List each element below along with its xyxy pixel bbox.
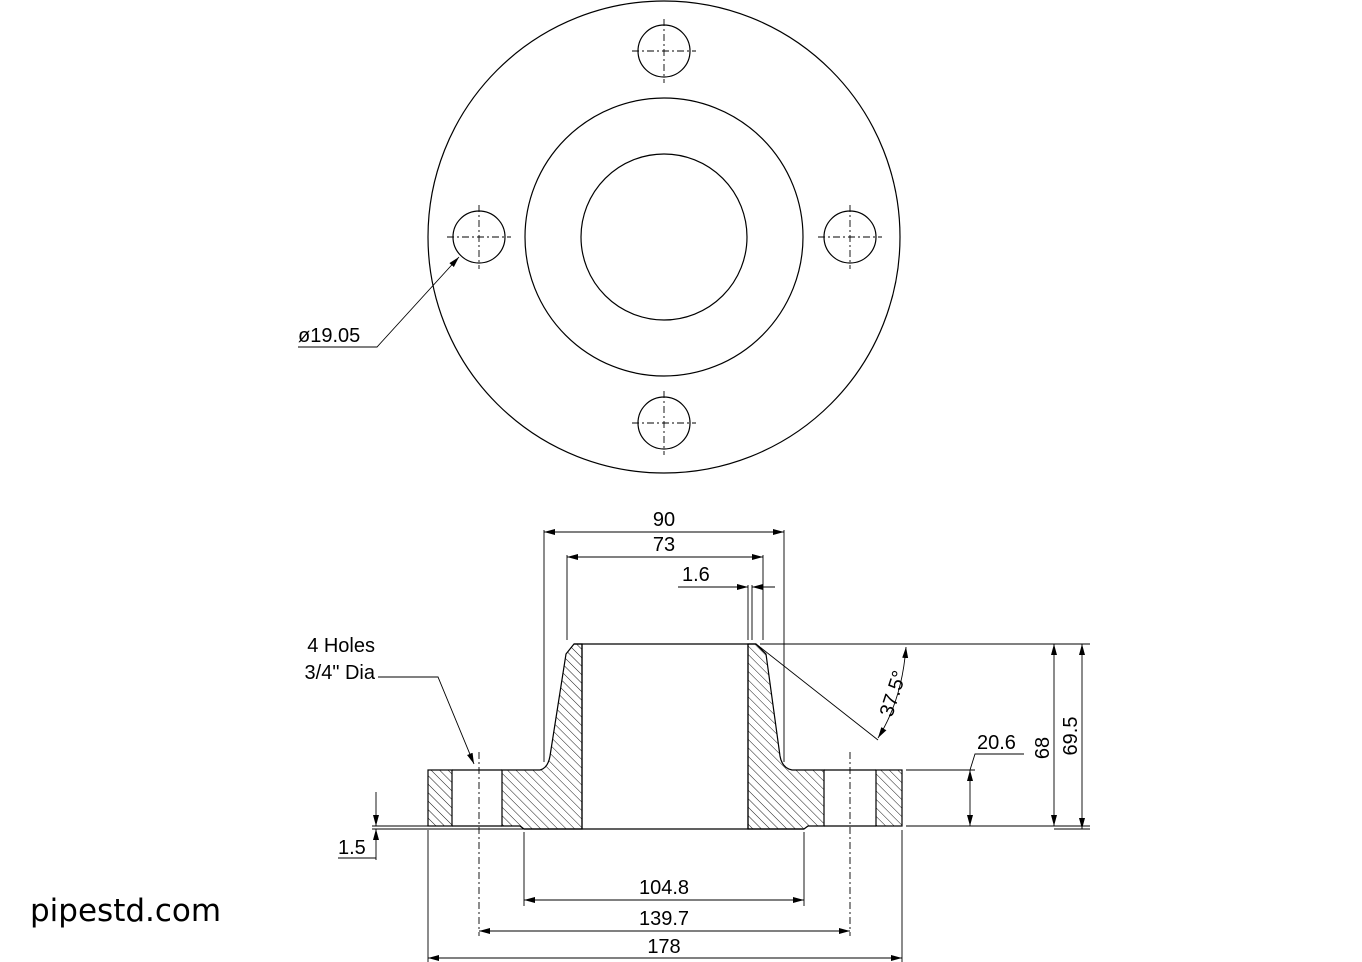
bolt-hole-left (447, 205, 511, 269)
dim-bolt-circle: 139.7 (639, 908, 689, 930)
hole-diameter-label: ø19.05 (298, 325, 360, 347)
dim-length-69-5: 69.5 (1060, 717, 1082, 756)
bolt-hole-right (818, 205, 882, 269)
dim-flange-thickness: 20.6 (977, 732, 1016, 754)
dim-raised-face-dia: 104.8 (639, 877, 689, 899)
top-view: ø19.05 (298, 0, 901, 474)
dim-length-68: 68 (1032, 737, 1054, 759)
hub-section-right (747, 643, 825, 830)
bolt-hole-top (632, 19, 696, 83)
dim-bevel-root: 1.6 (682, 564, 710, 586)
bore-circle (580, 153, 748, 321)
dim-raised-face-height: 1.5 (338, 837, 366, 859)
flange-section-right (875, 769, 903, 827)
dim-bore: 73 (653, 534, 675, 556)
flange-section-left (427, 769, 453, 827)
hole-note-line2: 3/4" Dia (305, 662, 376, 684)
dim-outside-dia: 178 (647, 936, 680, 958)
outer-flange-circle (427, 0, 901, 474)
section-view: 37.5° 90 73 1.6 20.6 68 69.5 1.5 104.8 1 (305, 509, 1090, 962)
hole-note-line1: 4 Holes (307, 635, 375, 657)
watermark-text: pipestd.com (30, 893, 222, 929)
bolt-hole-bottom (632, 391, 696, 455)
dim-bevel-angle: 37.5° (876, 668, 911, 719)
dim-hub-outer: 90 (653, 509, 675, 531)
raised-face-circle (524, 97, 804, 377)
hole-diameter-callout: ø19.05 (298, 256, 460, 348)
hub-section-left (501, 643, 583, 830)
